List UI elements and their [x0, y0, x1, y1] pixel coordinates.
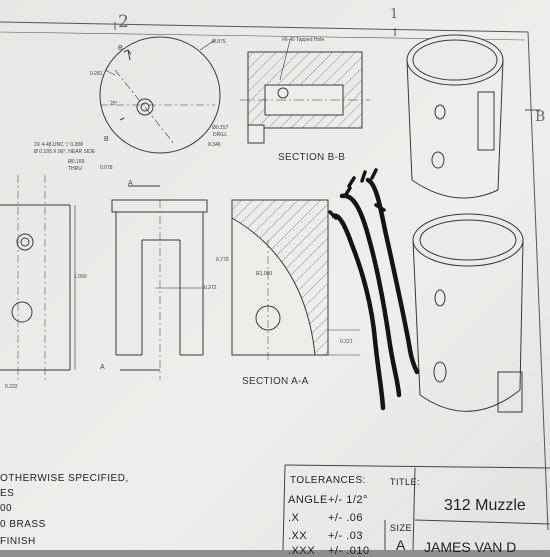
margin-mark-1: 1: [390, 7, 399, 22]
dim-0272: 0.272: [204, 285, 217, 291]
dim-0221: 0.221: [340, 339, 353, 345]
front-view: [111, 185, 208, 380]
note-unc: 2X 4-48 UNC ▽ 0.200: [34, 142, 83, 148]
dim-radius: R1.000: [256, 271, 273, 277]
dim-0157: Ø0.157: [212, 125, 229, 131]
iso-view-bottom: [412, 213, 524, 413]
section-bb: [240, 39, 370, 144]
title-block-frame: [282, 464, 550, 550]
cut-b-bottom: B: [104, 136, 109, 143]
drawing-title: 312 Muzzle: [444, 497, 526, 514]
title-label: TITLE:: [390, 477, 421, 487]
cut-a-top: A: [128, 180, 133, 187]
section-bb-title: SECTION B-B: [278, 152, 346, 163]
margin-mark-b: B: [535, 109, 546, 125]
note-line-4: 0 BRASS: [0, 519, 46, 530]
dim-0346: 0.346: [208, 142, 221, 148]
tol-value-x: +/- .06: [328, 512, 363, 524]
tol-value-xxx: +/- .010: [328, 545, 370, 557]
size-value: A: [396, 537, 406, 553]
note-line-1: OTHERWISE SPECIFIED,: [0, 473, 129, 484]
dim-1050: 1.050: [74, 274, 87, 280]
note-line-3: 00: [0, 503, 13, 514]
tol-key-xxx: .XXX: [288, 545, 316, 557]
dim-0281: 0.281: [90, 71, 103, 77]
margin-mark-2: 2: [118, 12, 129, 32]
section-aa-title: SECTION A-A: [242, 376, 309, 387]
dim-0169: Ø0.169: [68, 159, 85, 165]
tol-value-xx: +/- .03: [328, 530, 363, 542]
dim-25deg: 25°: [110, 101, 118, 107]
size-label: SIZE: [390, 523, 413, 533]
drawn-by: JAMES VAN D: [424, 539, 517, 555]
label-drill: DRILL: [213, 132, 228, 138]
dim-0222: 0.222: [5, 384, 18, 390]
section-aa: [231, 199, 360, 360]
cut-b-top: B: [118, 45, 123, 52]
note-line-5: FINISH: [0, 536, 36, 547]
tol-key-x: .X: [288, 512, 300, 524]
label-thru: THRU: [68, 166, 82, 172]
dim-dia-top: Ø.875: [212, 39, 226, 45]
tolerances-label: TOLERANCES:: [290, 475, 366, 486]
side-view-left: [0, 175, 76, 380]
tol-key-xx: .XX: [288, 530, 308, 542]
top-view: [99, 36, 221, 154]
iso-view-top: [406, 34, 504, 199]
dim-0078: 0.078: [100, 165, 113, 171]
tol-value-angle: +/- 1/2°: [328, 494, 368, 506]
cut-a-bottom: A: [100, 364, 105, 371]
note-line-2: ES: [0, 488, 15, 499]
label-tapped-hole: #6-40 Tapped Hole: [282, 37, 325, 43]
tol-key-angle: ANGLE: [288, 494, 328, 506]
dim-0779: 0.779: [216, 257, 229, 263]
note-csk: Ø 0.193 X 90°, NEAR SIDE: [34, 149, 96, 155]
springs-wires: [328, 168, 420, 411]
